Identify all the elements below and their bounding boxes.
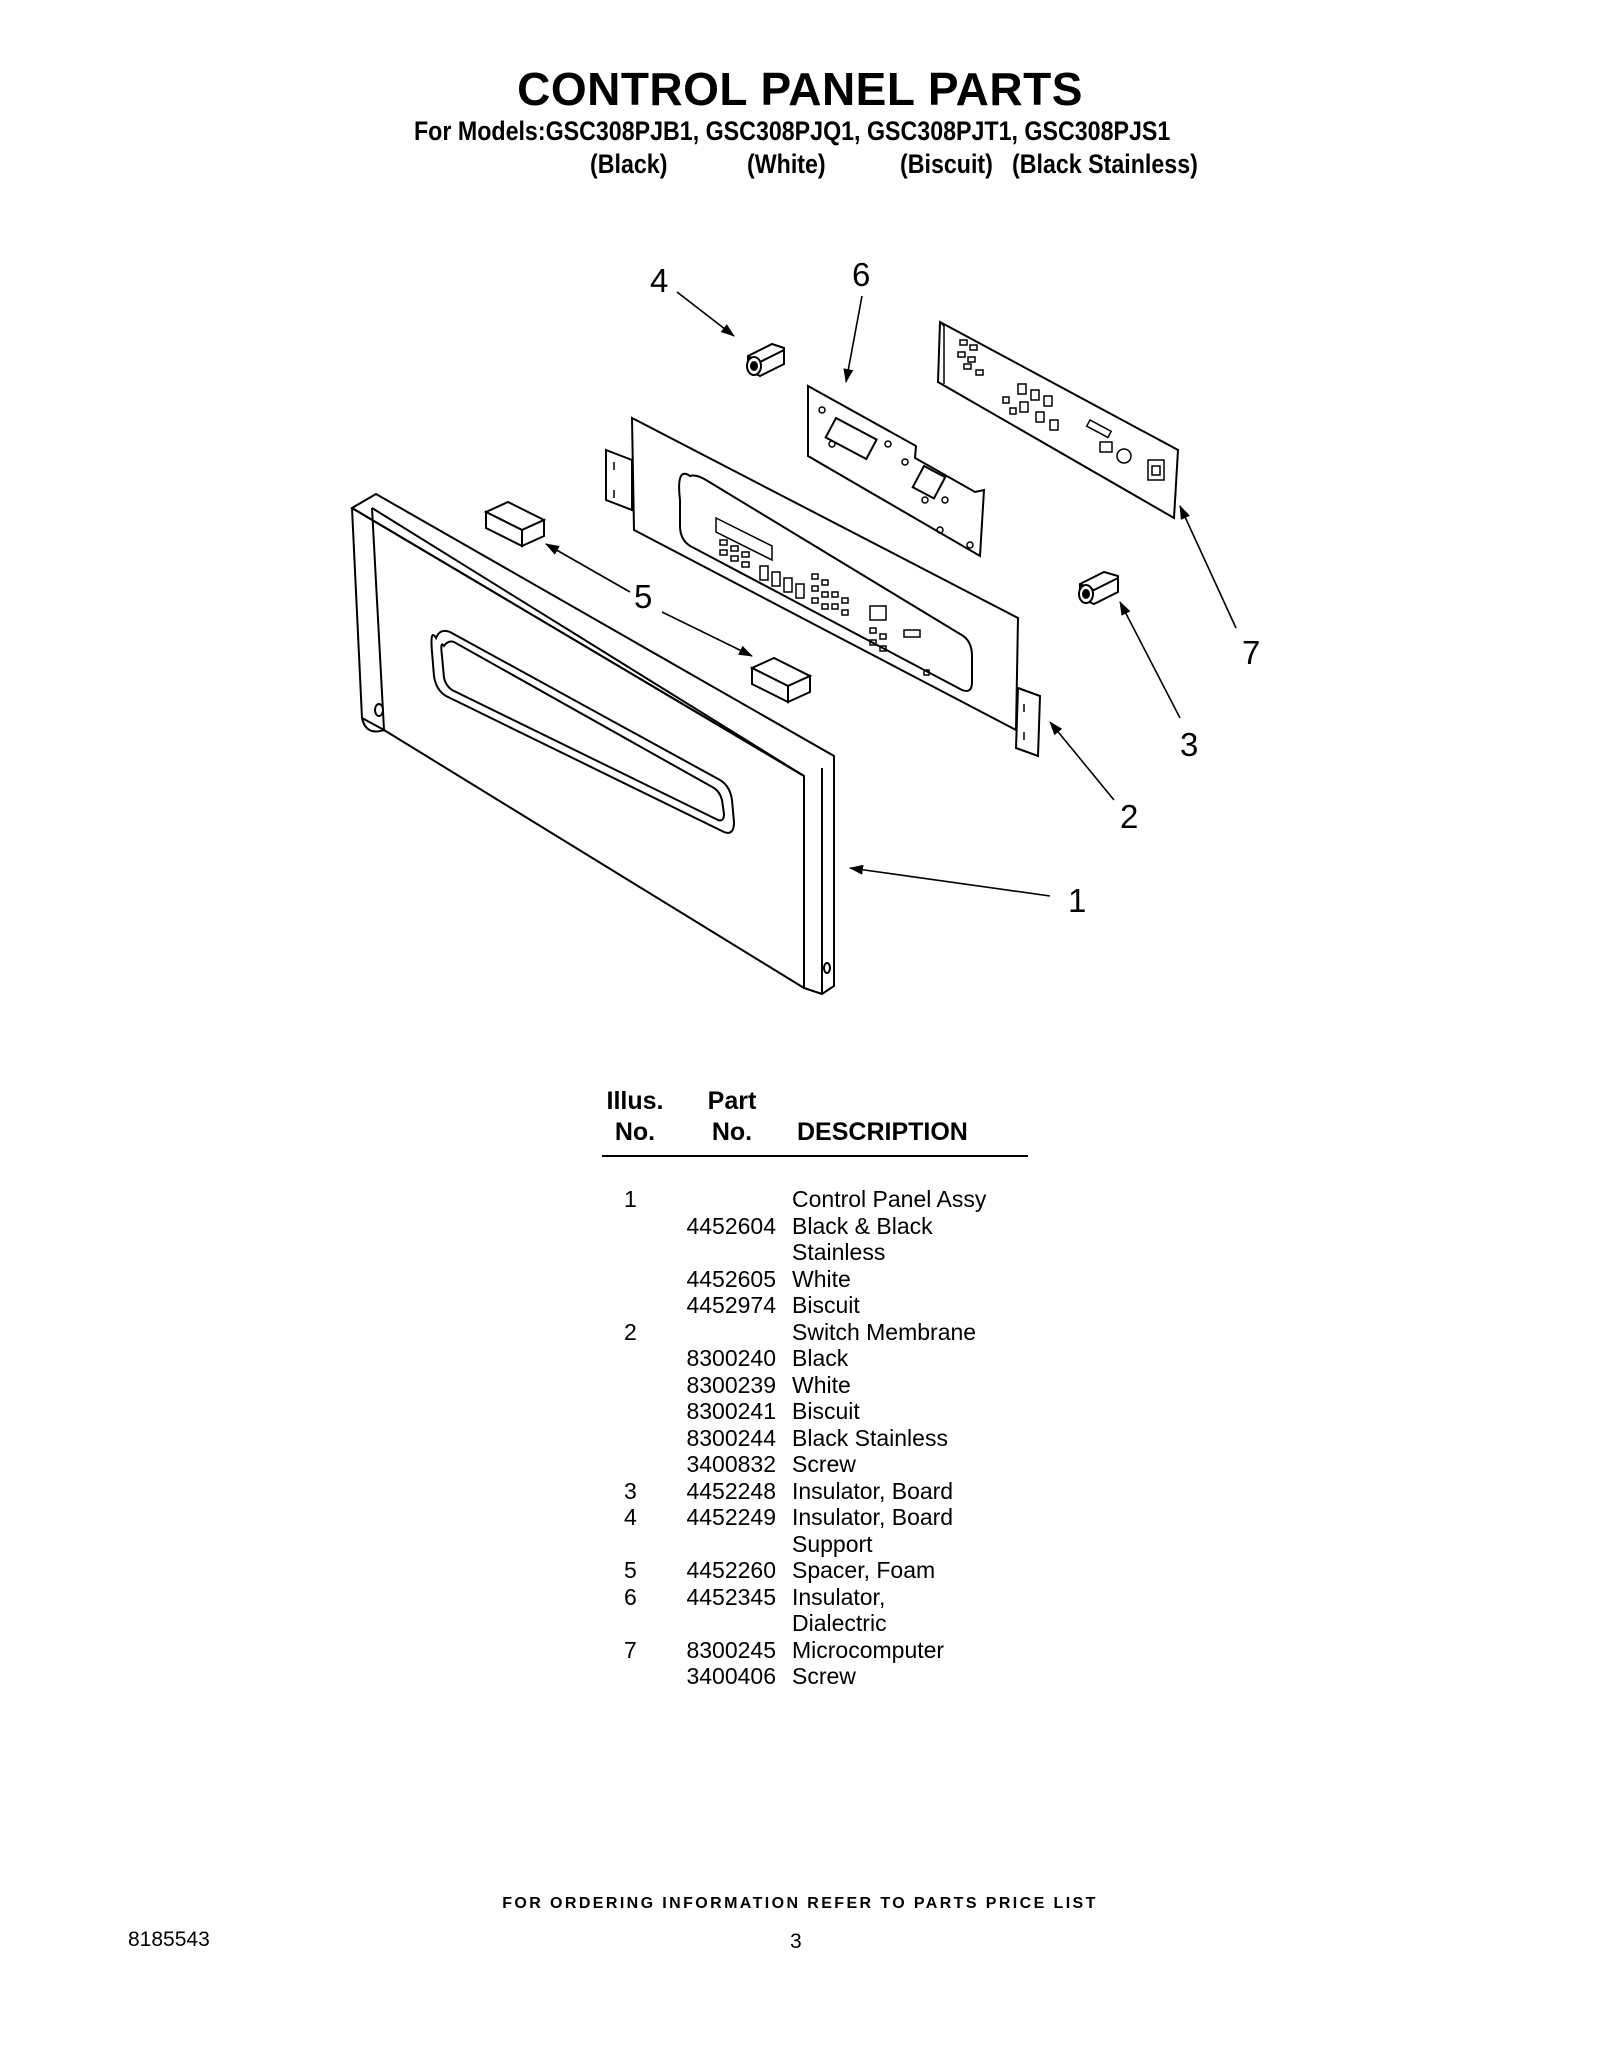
description: Support <box>792 1530 873 1557</box>
callout-6: 6 <box>852 256 870 293</box>
description: Screw <box>792 1451 856 1477</box>
dielectric-insulator <box>807 384 986 558</box>
part-no: 4452974 <box>686 1292 776 1318</box>
description: Spacer, Foam <box>792 1557 936 1583</box>
callout-1: 1 <box>1068 882 1086 919</box>
switch-membrane <box>605 416 1042 758</box>
description: Control Panel Assy <box>792 1186 987 1212</box>
description: White <box>792 1265 851 1292</box>
page-title: CONTROL PANEL PARTS <box>517 63 1083 115</box>
part-no: 8300245 <box>686 1636 776 1663</box>
finish-white: (White) <box>747 149 826 179</box>
part-no: 4452249 <box>686 1504 776 1530</box>
illus-no: 4 <box>624 1504 637 1530</box>
part-no: 4452260 <box>686 1557 776 1583</box>
description: Dialectric <box>792 1610 887 1636</box>
part-no: 3400406 <box>686 1663 776 1689</box>
finish-black: (Black) <box>590 149 668 179</box>
part-no: 8300244 <box>686 1424 776 1451</box>
description: Stainless <box>792 1239 886 1265</box>
description: Biscuit <box>792 1398 860 1424</box>
part-no: 4452248 <box>686 1477 776 1504</box>
illus-no: 5 <box>624 1557 637 1583</box>
callout-5: 5 <box>634 578 652 615</box>
description: Biscuit <box>792 1292 860 1318</box>
part-no: 3400832 <box>686 1451 776 1477</box>
board-insulator <box>1078 570 1119 606</box>
illus-no: 1 <box>624 1186 637 1212</box>
board-support-insulator <box>746 342 785 378</box>
header-rule <box>602 1155 1028 1157</box>
part-no: 4452345 <box>686 1583 776 1610</box>
part-no: 4452604 <box>686 1212 776 1239</box>
part-no: 8300240 <box>686 1345 776 1371</box>
description: White <box>792 1371 851 1398</box>
illus-no: 7 <box>624 1636 637 1663</box>
illus-no: 2 <box>624 1318 637 1345</box>
description: Black & Black <box>792 1212 933 1239</box>
model-list: For Models:GSC308PJB1, GSC308PJQ1, GSC30… <box>414 116 1171 146</box>
description: Switch Membrane <box>792 1318 977 1345</box>
description: Insulator, Board <box>792 1504 954 1530</box>
part-no: 8300239 <box>686 1371 776 1398</box>
callout-7: 7 <box>1242 634 1260 671</box>
illus-no: 6 <box>624 1583 637 1610</box>
description: Screw <box>792 1663 856 1689</box>
control-panel-assembly <box>350 492 835 996</box>
description: Black <box>792 1345 849 1371</box>
illus-no: 3 <box>624 1477 637 1504</box>
part-no: 8300241 <box>686 1398 776 1424</box>
column-header-illus: Illus. No. <box>606 1087 664 1146</box>
column-header-description: DESCRIPTION <box>797 1118 968 1146</box>
description: Microcomputer <box>792 1636 945 1663</box>
document-number: 8185543 <box>128 1928 210 1951</box>
foam-spacer-lower <box>749 656 813 704</box>
foam-spacer-upper <box>483 500 547 548</box>
finish-biscuit: (Biscuit) <box>900 149 993 179</box>
part-no: 4452605 <box>686 1265 776 1292</box>
description: Black Stainless <box>792 1424 948 1451</box>
column-header-part: Part No. <box>707 1087 757 1146</box>
page-number: 3 <box>790 1930 802 1953</box>
callout-4: 4 <box>650 262 668 299</box>
description: Insulator, <box>792 1583 886 1610</box>
microcomputer-board <box>936 320 1180 520</box>
finish-black-stainless: (Black Stainless) <box>1012 149 1198 179</box>
callout-2: 2 <box>1120 798 1138 835</box>
exploded-parts-diagram: 1 2 3 4 5 6 7 <box>350 256 1260 996</box>
callout-3: 3 <box>1180 726 1198 763</box>
description: Insulator, Board <box>792 1477 954 1504</box>
ordering-note: FOR ORDERING INFORMATION REFER TO PARTS … <box>502 1895 1098 1912</box>
